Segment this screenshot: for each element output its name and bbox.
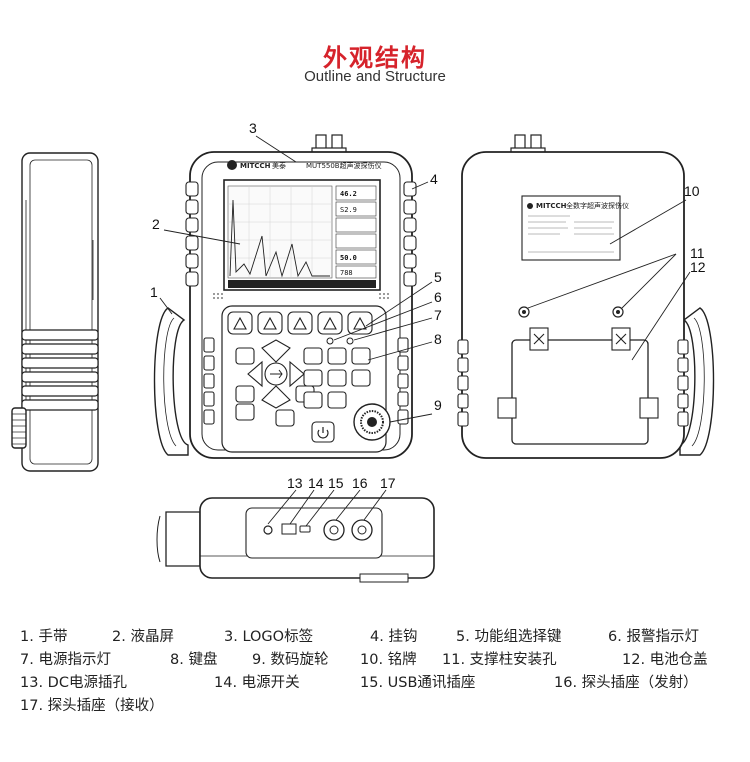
lcd-readout-4: 788: [340, 269, 353, 277]
battery-cover: [511, 339, 649, 445]
dc-jack[interactable]: [263, 525, 273, 535]
nameplate-brand: MITCCH: [536, 202, 567, 210]
legend-row-2: 7. 电源指示灯 8. 键盘 9. 数码旋轮 10. 铭牌 11. 支撑柱安装孔…: [20, 649, 740, 672]
callout-11: 11: [690, 245, 705, 261]
legend-item-15: 15. USB通讯插座: [360, 675, 476, 691]
callout-14: 14: [308, 475, 324, 491]
nameplate-title: 全数字超声波探伤仪: [566, 201, 629, 210]
callout-5: 5: [434, 269, 442, 285]
legend-row-4: 17. 探头插座（接收）: [20, 695, 740, 718]
legend-item-8: 8. 键盘: [170, 652, 218, 668]
callout-8: 8: [434, 331, 442, 347]
callout-16: 16: [352, 475, 368, 491]
legend-item-7: 7. 电源指示灯: [20, 652, 111, 668]
legend-item-4: 4. 挂钩: [370, 629, 418, 645]
power-led: [346, 337, 354, 345]
callouts: 3 2 1 4 5 6 7 8 9 10 11 12 13 14 15 16 1…: [150, 120, 706, 491]
callout-1: 1: [150, 284, 158, 300]
callout-7: 7: [434, 307, 442, 323]
lcd-readout-3: 50.0: [340, 254, 357, 262]
legend-item-10: 10. 铭牌: [360, 652, 417, 668]
legend-item-14: 14. 电源开关: [214, 675, 300, 691]
lcd-readout-2: S2.9: [340, 206, 357, 214]
legend-item-3: 3. LOGO标签: [224, 629, 314, 645]
legend-item-12: 12. 电池仓盖: [622, 652, 708, 668]
page-subtitle: Outline and Structure: [304, 68, 446, 85]
legend-item-1: 1. 手带: [20, 629, 68, 645]
callout-2: 2: [152, 216, 160, 232]
alarm-led: [326, 337, 334, 345]
lcd-readout-1: 46.2: [340, 190, 357, 198]
parts-legend: 1. 手带 2. 液晶屏 3. LOGO标签 4. 挂钩 5. 功能组选择键 6…: [20, 626, 740, 718]
callout-13: 13: [287, 475, 303, 491]
legend-item-11: 11. 支撑柱安装孔: [442, 652, 557, 668]
legend-item-16: 16. 探头插座（发射）: [554, 675, 698, 691]
legend-item-5: 5. 功能组选择键: [456, 629, 562, 645]
legend-row-1: 1. 手带 2. 液晶屏 3. LOGO标签 4. 挂钩 5. 功能组选择键 6…: [20, 626, 740, 649]
brand-name-cn: 美泰: [272, 161, 286, 170]
callout-9: 9: [434, 397, 442, 413]
brand-logo-icon: [227, 160, 237, 170]
callout-3: 3: [249, 120, 257, 136]
power-switch[interactable]: [281, 523, 297, 535]
model-label: MUT550B超声波探伤仪: [306, 161, 382, 170]
a-scan-waveform: [229, 199, 330, 278]
legend-item-17: 17. 探头插座（接收）: [20, 698, 164, 714]
callout-15: 15: [328, 475, 344, 491]
legend-item-6: 6. 报警指示灯: [608, 629, 699, 645]
callout-4: 4: [430, 171, 438, 187]
front-view: MITCCH 美泰 MUT550B超声波探伤仪 46.2 S2.9 50.0 7…: [153, 134, 417, 459]
power-icon: [317, 427, 329, 439]
callout-6: 6: [434, 289, 442, 305]
page-title: 外观结构: [323, 44, 427, 72]
legend-item-2: 2. 液晶屏: [112, 629, 174, 645]
legend-item-13: 13. DC电源插孔: [20, 675, 127, 691]
callout-10: 10: [684, 183, 700, 199]
side-view: [11, 152, 99, 472]
bottom-view: [156, 497, 435, 583]
callout-17: 17: [380, 475, 396, 491]
back-view: MITCCH 全数字超声波探伤仪: [457, 134, 715, 459]
leader-lines: [159, 135, 691, 527]
legend-row-3: 13. DC电源插孔 14. 电源开关 15. USB通讯插座 16. 探头插座…: [20, 672, 740, 695]
brand-name: MITCCH: [240, 162, 271, 170]
usb-port[interactable]: [299, 525, 311, 533]
device-diagram: MITCCH 美泰 MUT550B超声波探伤仪 46.2 S2.9 50.0 7…: [11, 120, 715, 583]
hand-strap: [153, 307, 189, 456]
legend-item-9: 9. 数码旋轮: [252, 652, 329, 668]
callout-12: 12: [690, 259, 706, 275]
